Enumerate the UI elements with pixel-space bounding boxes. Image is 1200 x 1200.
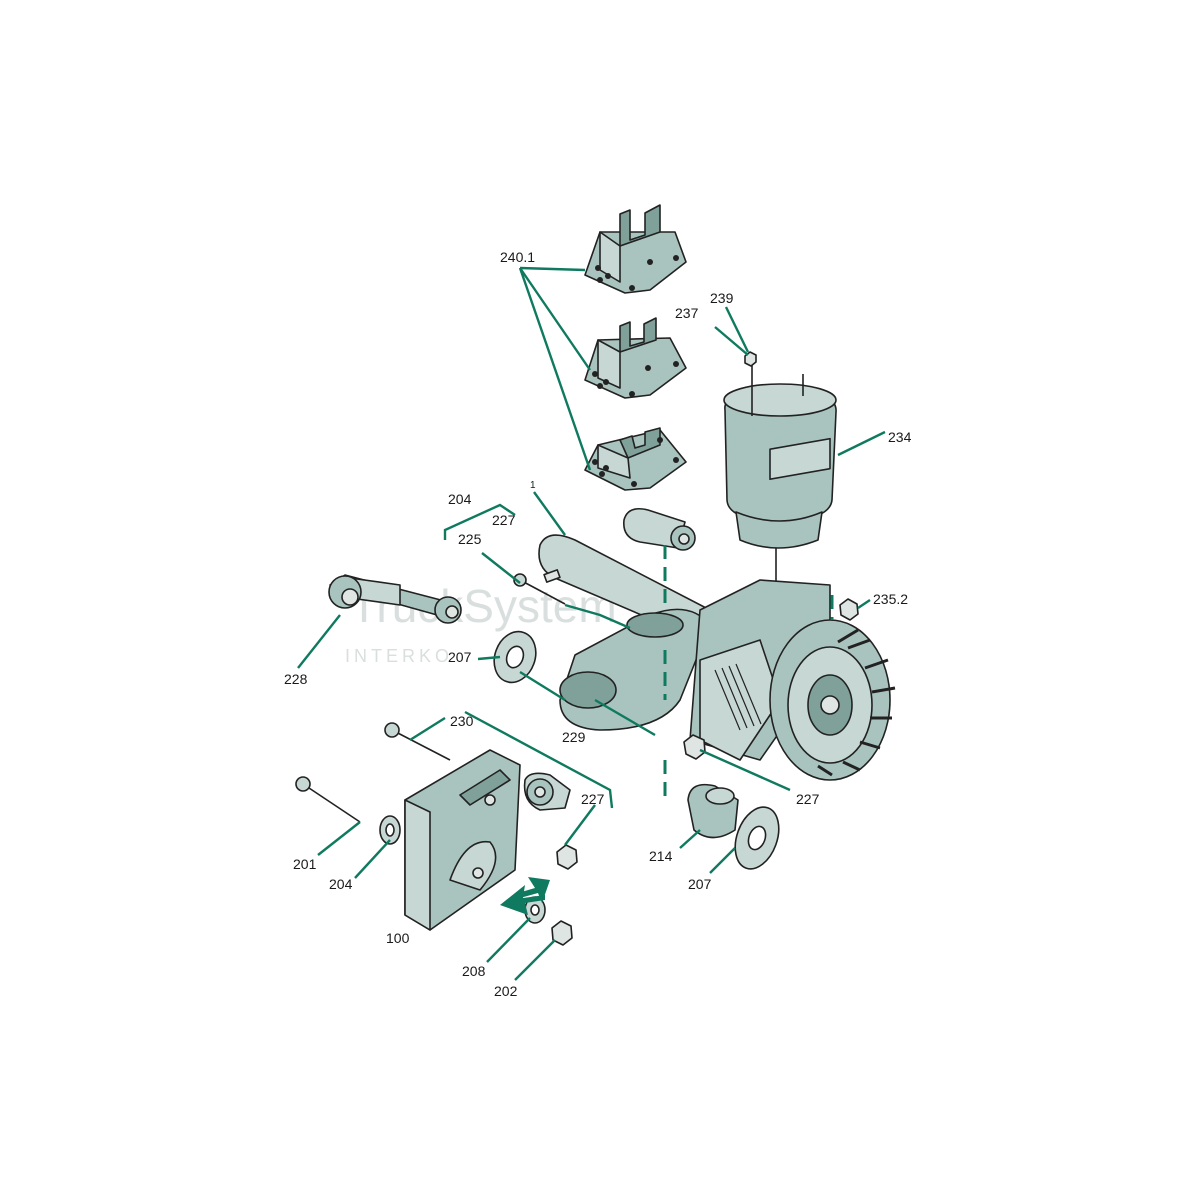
bolt-225 [513, 573, 566, 605]
bolt-230 [384, 722, 451, 761]
washer-204-bottom [379, 815, 401, 845]
bushing-upper [623, 507, 696, 551]
label-204-top: 204 [448, 491, 472, 507]
label-225: 225 [458, 531, 482, 547]
label-202: 202 [494, 983, 518, 999]
alignment-lines [663, 545, 834, 800]
bracket-240-1-top [584, 204, 687, 294]
washer-208 [524, 896, 546, 924]
label-201: 201 [293, 856, 317, 872]
bracket-240-1-bottom [584, 427, 687, 491]
nut-202 [551, 920, 573, 946]
washer-207-left [493, 630, 537, 684]
watermark-sub: INTERKO [345, 646, 453, 666]
nut-227-middle [556, 844, 578, 870]
hanger-bracket-100 [404, 749, 521, 931]
label-227-top: 227 [492, 512, 516, 528]
axle-hub-assembly [689, 437, 896, 781]
label-234: 234 [888, 429, 912, 445]
label-230: 230 [450, 713, 474, 729]
bushing-214 [687, 783, 739, 839]
label-214: 214 [649, 848, 673, 864]
label-240-1: 240.1 [500, 249, 535, 265]
label-235-2: 235.2 [873, 591, 908, 607]
shock-absorber-228 [328, 574, 462, 624]
label-229: 229 [562, 729, 586, 745]
label-228: 228 [284, 671, 308, 687]
label-227-middle: 227 [581, 791, 605, 807]
label-204-bottom: 204 [329, 876, 353, 892]
label-239: 239 [710, 290, 734, 306]
trailing-arm-1 [538, 534, 711, 731]
nut-235-2 [839, 598, 859, 621]
label-207-left: 207 [448, 649, 472, 665]
bushing-229 [523, 772, 571, 811]
leader-lines [297, 266, 886, 981]
label-207-bottom: 207 [688, 876, 712, 892]
label-1: 1 [530, 480, 536, 491]
label-237: 237 [675, 305, 699, 321]
label-227-right: 227 [796, 791, 820, 807]
washer-207-bottom [734, 806, 780, 870]
adjustment-arrows-icon [500, 877, 550, 915]
nut-237-239 [744, 351, 757, 367]
bolt-201 [295, 776, 361, 823]
part-labels: 240.1 239 237 234 204 227 1 225 235.2 22… [284, 249, 912, 999]
label-208: 208 [462, 963, 486, 979]
bracket-240-1-middle [584, 317, 687, 399]
nut-227-right [683, 734, 706, 760]
label-100: 100 [386, 930, 410, 946]
